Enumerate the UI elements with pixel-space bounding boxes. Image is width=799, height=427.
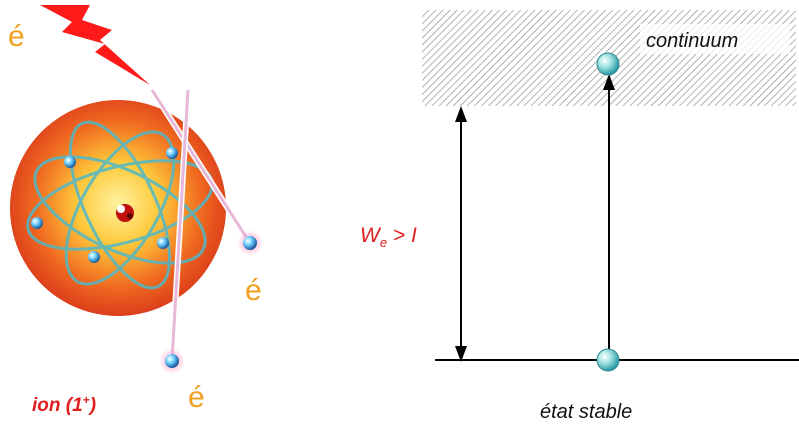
electron-label-incoming: é <box>8 20 25 53</box>
ionization-energy-arrow <box>455 106 467 362</box>
bound-electrons <box>31 147 178 263</box>
ion-label-suffix: ) <box>88 395 96 416</box>
ion-label-prefix: ion (1 <box>32 395 83 416</box>
ion-label: ion (1+) <box>32 393 96 416</box>
electron-label-right: é <box>245 274 262 307</box>
lightning-bolt-icon <box>40 5 150 85</box>
energy-label-main: W <box>360 224 382 247</box>
energy-diagram: continuum We > I état stable <box>360 10 799 423</box>
nucleus <box>116 204 134 222</box>
ejected-electron-bottom <box>159 348 185 374</box>
energy-label-sub: e <box>380 235 387 250</box>
energy-threshold-label: We > I <box>360 224 417 250</box>
electron-label-bottom: é <box>188 381 205 414</box>
particle-ground <box>596 348 620 372</box>
continuum-label: continuum <box>646 30 738 52</box>
transition-arrow <box>603 74 615 352</box>
particle-continuum <box>596 52 620 76</box>
energy-label-rest: > I <box>387 224 417 247</box>
incoming-electron-trail <box>149 88 253 361</box>
ion-label-sup: + <box>83 393 90 407</box>
atom-illustration: é é é ion (1+) <box>8 5 263 416</box>
ground-state-label: état stable <box>540 401 632 423</box>
ejected-electron-right <box>237 230 263 256</box>
